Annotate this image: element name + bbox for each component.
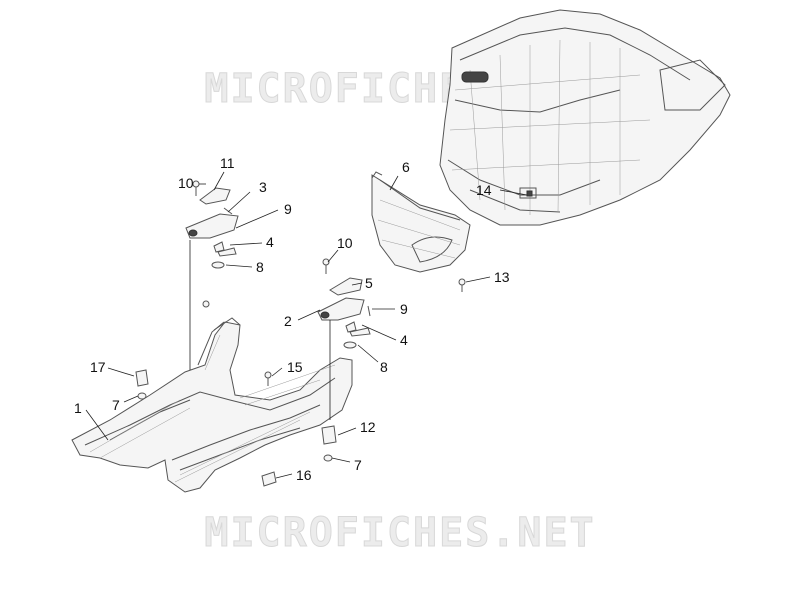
callout-10: 10 [178,175,194,191]
callout-16: 16 [296,467,312,483]
callout-1: 1 [74,400,82,416]
callout-10: 10 [337,235,353,251]
callout-8: 8 [380,359,388,375]
callout-11: 11 [220,155,235,171]
callout-15: 15 [287,359,303,375]
front-inner-cover [371,171,471,273]
callout-labels: 11 10 3 9 4 8 6 14 10 5 13 9 2 4 8 17 15… [74,155,510,483]
fasteners [135,180,466,487]
callout-9: 9 [400,301,408,317]
scooter-body [439,9,731,226]
callout-7: 7 [112,397,120,413]
callout-5: 5 [365,275,373,291]
callout-12: 12 [360,419,376,435]
callout-6: 6 [402,159,410,175]
callout-17: 17 [90,359,106,375]
callout-13: 13 [494,269,510,285]
callout-4: 4 [400,332,408,348]
callout-7: 7 [354,457,362,473]
callout-14: 14 [476,182,492,198]
callout-9: 9 [284,201,292,217]
callout-8: 8 [256,259,264,275]
footboard [71,317,353,493]
callout-2: 2 [284,313,292,329]
watermark-bottom: MICROFICHES.NET [204,510,596,557]
callout-3: 3 [259,179,267,195]
callout-4: 4 [266,234,274,250]
leader-lines [85,171,528,479]
